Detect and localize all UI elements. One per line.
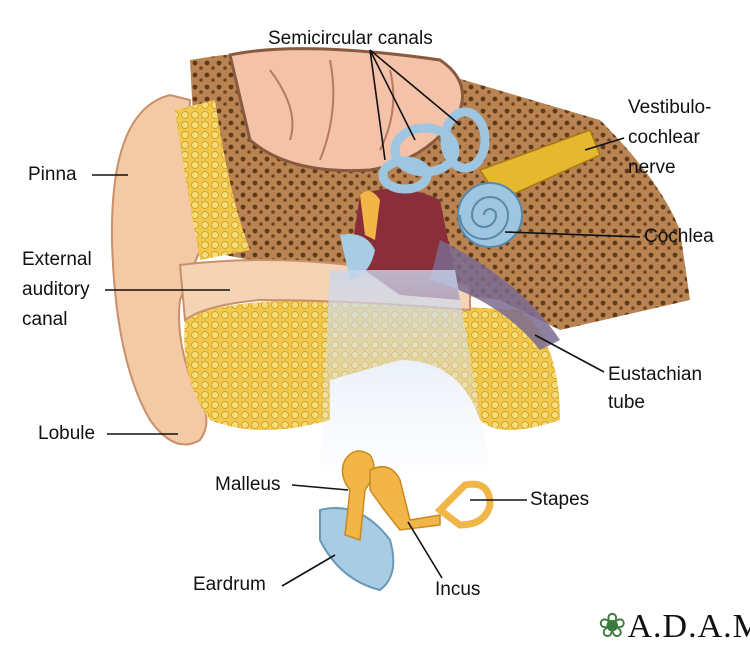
label-external-line1: External: [22, 249, 92, 270]
label-lobule: Lobule: [38, 423, 96, 444]
fat-tissue-upper: [175, 100, 250, 260]
label-vestibulocochlear-line1: Vestibulo-: [628, 97, 712, 118]
fat-tissue-lower: [184, 300, 330, 430]
cochlea-shape: [457, 182, 523, 248]
semicircular-canals-shape: [378, 107, 490, 194]
label-vestibulocochlear-line3: nerve: [628, 157, 676, 178]
label-vestibulocochlear-line2: cochlear: [628, 127, 700, 148]
label-pinna: Pinna: [28, 164, 77, 185]
label-eardrum: Eardrum: [193, 574, 266, 595]
stapes-shape: [434, 480, 494, 529]
label-external-line2: auditory: [22, 279, 90, 300]
label-incus: Incus: [435, 579, 481, 600]
eustachian-tube-shape: [430, 240, 560, 350]
label-eustachian-line2: tube: [608, 392, 645, 413]
enlarged-ossicles: [319, 450, 494, 592]
leaf-icon: ❀: [598, 608, 628, 645]
label-stapes: Stapes: [530, 489, 590, 510]
logo-text: A.D.A.M.: [627, 608, 750, 645]
label-eustachian-line1: Eustachian: [608, 364, 703, 385]
eardrum-in-situ: [340, 234, 375, 280]
magnification-beam: [320, 270, 490, 470]
label-cochlea: Cochlea: [644, 226, 714, 247]
adam-logo: ❀A.D.A.M.: [598, 606, 750, 646]
label-semicircular-canals: Semicircular canals: [268, 28, 433, 49]
incus-shape: [369, 465, 441, 531]
leader-lines: [92, 49, 641, 587]
label-malleus: Malleus: [215, 474, 281, 495]
label-external-line3: canal: [22, 309, 68, 330]
